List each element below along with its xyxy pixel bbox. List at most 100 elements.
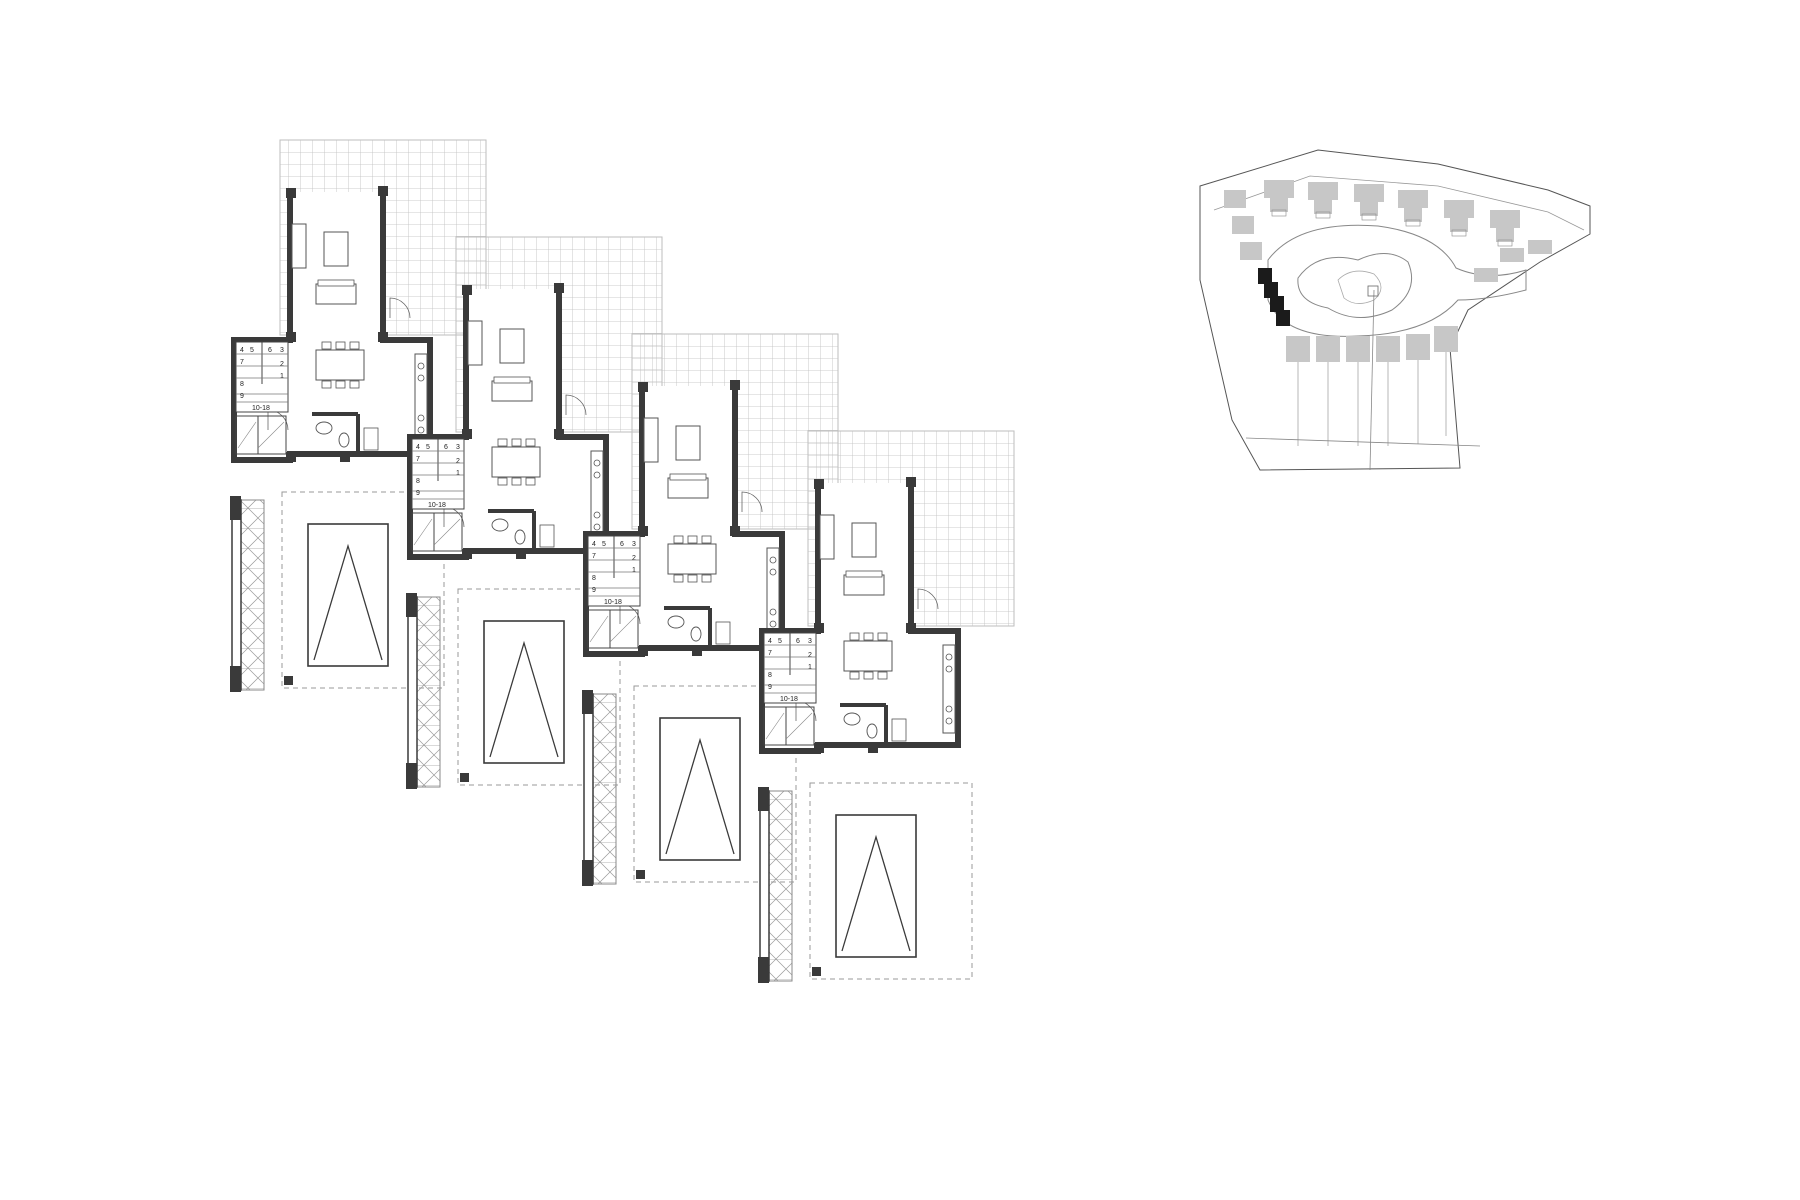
column (906, 623, 916, 633)
site-house (1444, 200, 1474, 237)
highlighted-house (1270, 296, 1284, 312)
ramp-wall (759, 790, 770, 982)
sofa (667, 477, 709, 499)
ramp-wall (583, 693, 594, 885)
chair (525, 438, 536, 447)
site-house-body (1376, 336, 1400, 362)
chair (511, 438, 522, 447)
site-house (1240, 242, 1262, 260)
site-house (1490, 210, 1520, 247)
cabinet (715, 621, 731, 645)
closet (609, 609, 639, 649)
stair-step-label: 2 (632, 555, 636, 562)
chair (687, 574, 698, 583)
chair (497, 438, 508, 447)
stair-step-label: 4 (240, 347, 244, 354)
stair-step-label: 7 (768, 650, 772, 657)
hob-ring (593, 523, 601, 531)
chair (687, 535, 698, 544)
chair (877, 632, 888, 641)
column (516, 549, 526, 559)
site-house-porch (1451, 229, 1467, 237)
stair-step-label: 10-18 (604, 599, 622, 606)
column (582, 860, 593, 886)
column (692, 646, 702, 656)
chair (497, 477, 508, 486)
column (284, 676, 293, 685)
hob-ring (417, 426, 425, 434)
chair (673, 535, 684, 544)
hob-ring (945, 665, 953, 673)
hob-ring (769, 556, 777, 564)
site-house (1500, 248, 1524, 262)
stair-step-label: 8 (592, 575, 596, 582)
dining-table (667, 543, 717, 575)
closet-hatch (237, 421, 285, 449)
closet (785, 706, 815, 746)
site-gate (1367, 285, 1379, 297)
hob-ring (769, 620, 777, 628)
column (758, 957, 769, 983)
coffee-table (675, 425, 701, 461)
site-house (1316, 336, 1340, 446)
site-house-wing (1450, 218, 1468, 232)
site-house-porch (1405, 219, 1421, 227)
stair-step-label: 10-18 (252, 405, 270, 412)
chair (321, 341, 332, 350)
stair-step-label: 8 (768, 672, 772, 679)
stair-step-label: 1 (456, 470, 460, 477)
site-house-body (1346, 336, 1370, 362)
washbasin (667, 615, 685, 629)
chair (701, 535, 712, 544)
washbasin (843, 712, 861, 726)
stair-step-label: 1 (808, 664, 812, 671)
ramp-wall (407, 596, 418, 788)
site-path (1369, 289, 1375, 471)
column (460, 773, 469, 782)
washbasin (315, 421, 333, 435)
hob-ring (417, 374, 425, 382)
kitchen-counter (766, 547, 780, 637)
column (286, 188, 296, 198)
door-swing (917, 588, 939, 610)
column (554, 283, 564, 293)
garden-pond (1297, 253, 1412, 319)
pond-inner (1337, 270, 1382, 304)
stair-step-label: 1 (632, 567, 636, 574)
toilet (866, 723, 878, 739)
column (868, 743, 878, 753)
closet-hatch (413, 518, 461, 546)
column (406, 593, 417, 617)
stair-step-label: 2 (280, 361, 284, 368)
stair-step-label: 9 (768, 684, 772, 691)
chair (701, 574, 712, 583)
site-house-wing (1404, 208, 1422, 222)
sofa (843, 574, 885, 596)
stair-step-label: 7 (240, 359, 244, 366)
sofa-back (845, 570, 883, 578)
column (378, 332, 388, 342)
closet-hatch (589, 615, 637, 643)
chair (863, 632, 874, 641)
stair-step-label: 2 (808, 652, 812, 659)
ramp-wall (231, 499, 242, 691)
parking-bay (633, 685, 797, 883)
column (340, 452, 350, 462)
toilet (514, 529, 526, 545)
stair-step-label: 3 (808, 638, 812, 645)
column (638, 526, 648, 536)
chair (321, 380, 332, 389)
site-house-porch (1497, 239, 1513, 247)
hob-ring (945, 653, 953, 661)
stair-step-label: 8 (416, 478, 420, 485)
site-house-porch (1271, 209, 1287, 217)
stair-step-label: 6 (796, 638, 800, 645)
